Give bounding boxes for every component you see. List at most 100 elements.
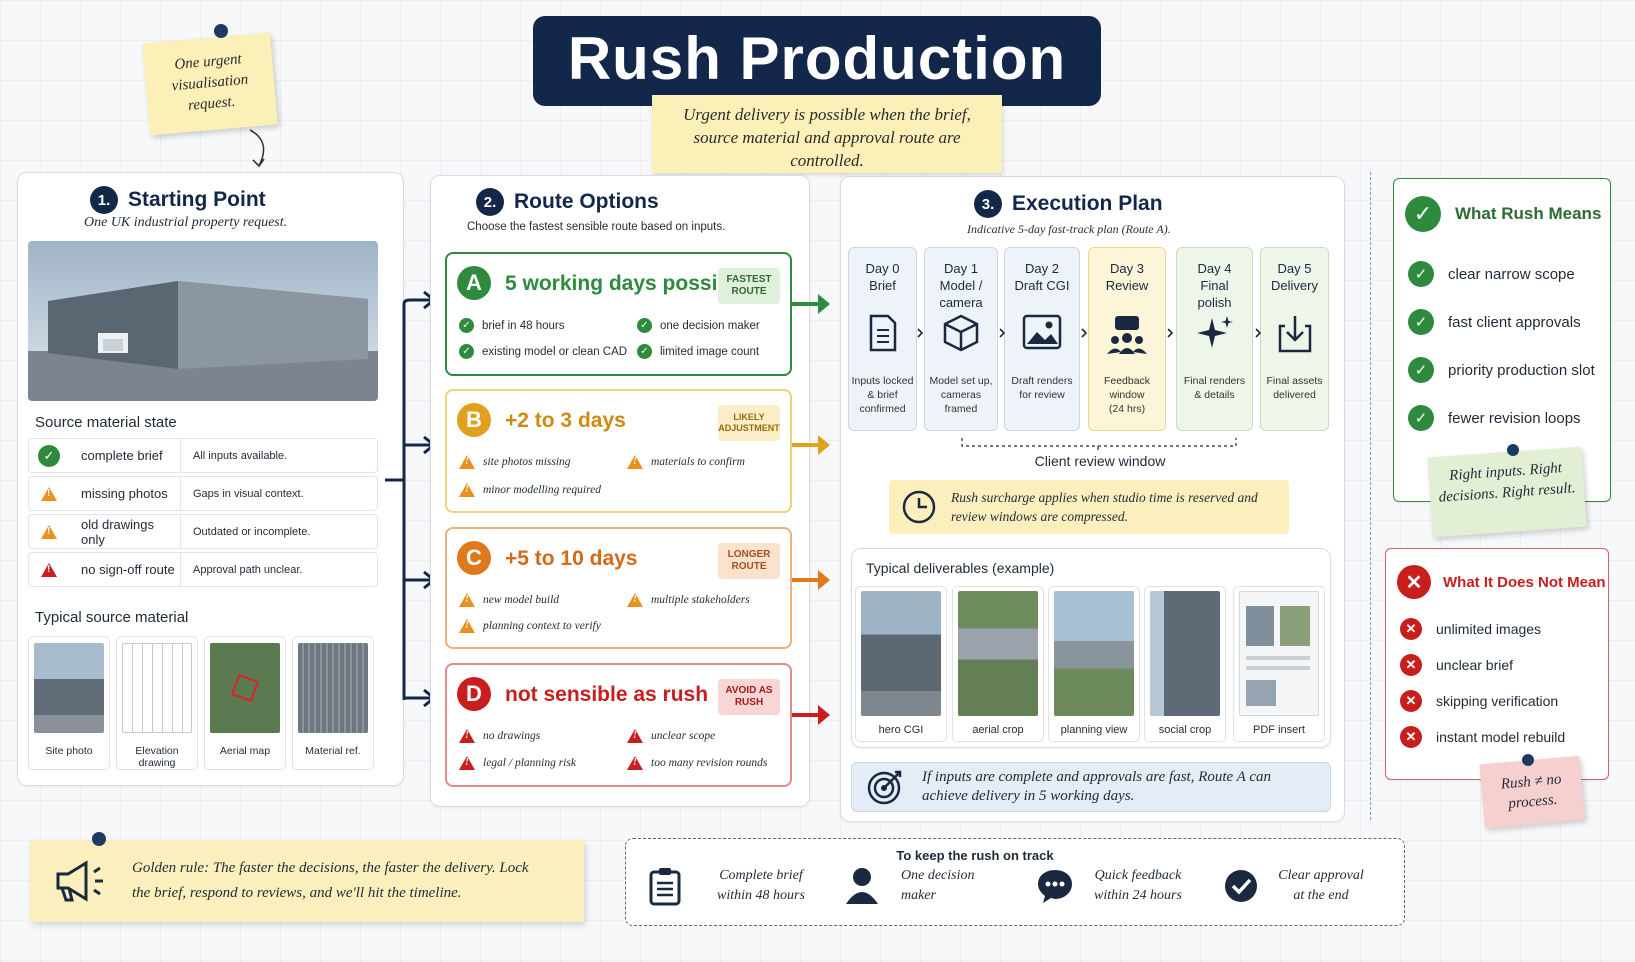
thumb-caption: Site photo: [45, 745, 93, 757]
image-icon: [1022, 314, 1062, 350]
typical-source-heading: Typical source material: [35, 609, 189, 626]
close-icon: ✕: [1400, 654, 1422, 676]
section2-title: Route Options: [514, 190, 659, 213]
close-icon: ✕: [1400, 690, 1422, 712]
route-tag: AVOID AS RUSH: [718, 679, 780, 715]
route-item: ✓one decision maker: [637, 318, 760, 333]
state-row: ✓ complete brief All inputs available.: [28, 438, 378, 473]
route-card-a[interactable]: A 5 working days possible FASTEST ROUTE …: [445, 252, 792, 376]
social-crop-image: [1150, 591, 1220, 716]
route-letter: B: [457, 403, 491, 437]
clock-icon: [902, 490, 936, 524]
download-icon: [1278, 316, 1311, 353]
route-tag: LIKELY ADJUSTMENT: [718, 405, 780, 441]
section1-title: Starting Point: [128, 188, 266, 211]
route-item: legal / planning risk: [459, 756, 576, 770]
state-label: old drawings only: [69, 515, 181, 548]
route-item: too many revision rounds: [627, 756, 767, 770]
elevation-drawing-image: [122, 643, 192, 733]
state-row: missing photos Gaps in visual context.: [28, 476, 378, 511]
pin-icon: [214, 24, 228, 38]
deliverable-caption: planning view: [1060, 724, 1128, 736]
section2-number: 2.: [476, 188, 504, 216]
site-photo-image: [34, 643, 104, 733]
route-arrows: [792, 294, 830, 725]
route-title: 5 working days possible: [505, 272, 748, 295]
deliverable-card: aerial crop: [952, 586, 1044, 742]
thumb-caption: Aerial map: [219, 745, 271, 757]
keep-item: Clear approval at the end: [1223, 866, 1369, 906]
warning-icon: [41, 486, 57, 501]
route-item: ✓brief in 48 hours: [459, 318, 564, 333]
alert-icon: [41, 562, 57, 577]
state-desc: Approval path unclear.: [193, 563, 303, 576]
route-card-d[interactable]: D not sensible as rush AVOID AS RUSH no …: [445, 663, 792, 787]
means-title: What Rush Means: [1455, 204, 1602, 223]
not-means-item: ✕skipping verification: [1400, 690, 1558, 712]
means-header: ✓ What Rush Means: [1405, 196, 1601, 232]
check-icon: ✓: [459, 344, 474, 359]
means-item: ✓fast client approvals: [1408, 309, 1581, 335]
means-note: Right inputs. Right decisions. Right res…: [1427, 446, 1587, 538]
means-item: ✓fewer revision loops: [1408, 405, 1581, 431]
not-means-header: ✕ What It Does Not Mean: [1397, 565, 1606, 599]
section3-title: Execution Plan: [1012, 192, 1163, 215]
deliverable-caption: PDF insert: [1253, 724, 1305, 736]
aerial-crop-image: [958, 591, 1038, 716]
state-label: complete brief: [69, 439, 181, 472]
state-desc: All inputs available.: [193, 449, 288, 462]
alert-icon: [459, 756, 475, 770]
warning-icon: [459, 483, 475, 497]
route-item: unclear scope: [627, 729, 715, 743]
route-title: +2 to 3 days: [505, 409, 626, 432]
person-icon: [846, 868, 878, 904]
close-icon: ✕: [1397, 565, 1431, 599]
route-item: ✓existing model or clean CAD: [459, 344, 627, 359]
keep-item: One decision maker: [845, 866, 991, 906]
route-item: new model build: [459, 593, 559, 607]
page-title: Rush Production: [567, 25, 1067, 92]
source-thumb: Site photo: [28, 636, 110, 770]
pdf-insert-image: [1239, 591, 1319, 716]
chat-icon: [1038, 870, 1072, 903]
check-badge-icon: [1225, 870, 1257, 902]
route-letter: C: [457, 541, 491, 575]
day-chevrons: [917, 328, 1262, 338]
state-row: no sign-off route Approval path unclear.: [28, 552, 378, 587]
close-icon: ✕: [1400, 726, 1422, 748]
section1-heading: 1. Starting Point: [90, 186, 266, 214]
route-title: +5 to 10 days: [505, 547, 638, 570]
warning-icon: [459, 593, 475, 607]
not-means-item: ✕unclear brief: [1400, 654, 1513, 676]
aerial-map-image: [210, 643, 280, 733]
deliverable-card: social crop: [1144, 586, 1226, 742]
route-item: site photos missing: [459, 455, 571, 469]
warehouse-photo: [28, 241, 378, 401]
deliverable-caption: social crop: [1158, 724, 1212, 736]
check-icon: ✓: [637, 318, 652, 333]
surcharge-note: Rush surcharge applies when studio time …: [889, 480, 1289, 534]
means-item: ✓clear narrow scope: [1408, 261, 1575, 287]
source-thumb: Aerial map: [204, 636, 286, 770]
keep-item: Complete brief within 48 hours: [648, 866, 816, 906]
deliverable-caption: aerial crop: [972, 724, 1024, 736]
route-card-c[interactable]: C +5 to 10 days LONGER ROUTE new model b…: [445, 527, 792, 649]
request-note: One urgent visualisation request.: [142, 32, 278, 136]
section2-heading: 2. Route Options: [476, 188, 659, 216]
route-item: minor modelling required: [459, 483, 601, 497]
sparkle-icon: [1196, 316, 1233, 348]
state-desc: Gaps in visual context.: [193, 487, 304, 500]
title-banner: [533, 16, 1101, 106]
golden-rule-note: Golden rule: The faster the decisions, t…: [30, 840, 584, 922]
section1-number: 1.: [90, 186, 118, 214]
route-card-b[interactable]: B +2 to 3 days LIKELY ADJUSTMENT site ph…: [445, 389, 792, 513]
cube-icon: [943, 314, 979, 352]
subtitle-note: Urgent delivery is possible when the bri…: [652, 95, 1002, 173]
warning-icon: [459, 455, 475, 469]
route-item: ✓limited image count: [637, 344, 759, 359]
